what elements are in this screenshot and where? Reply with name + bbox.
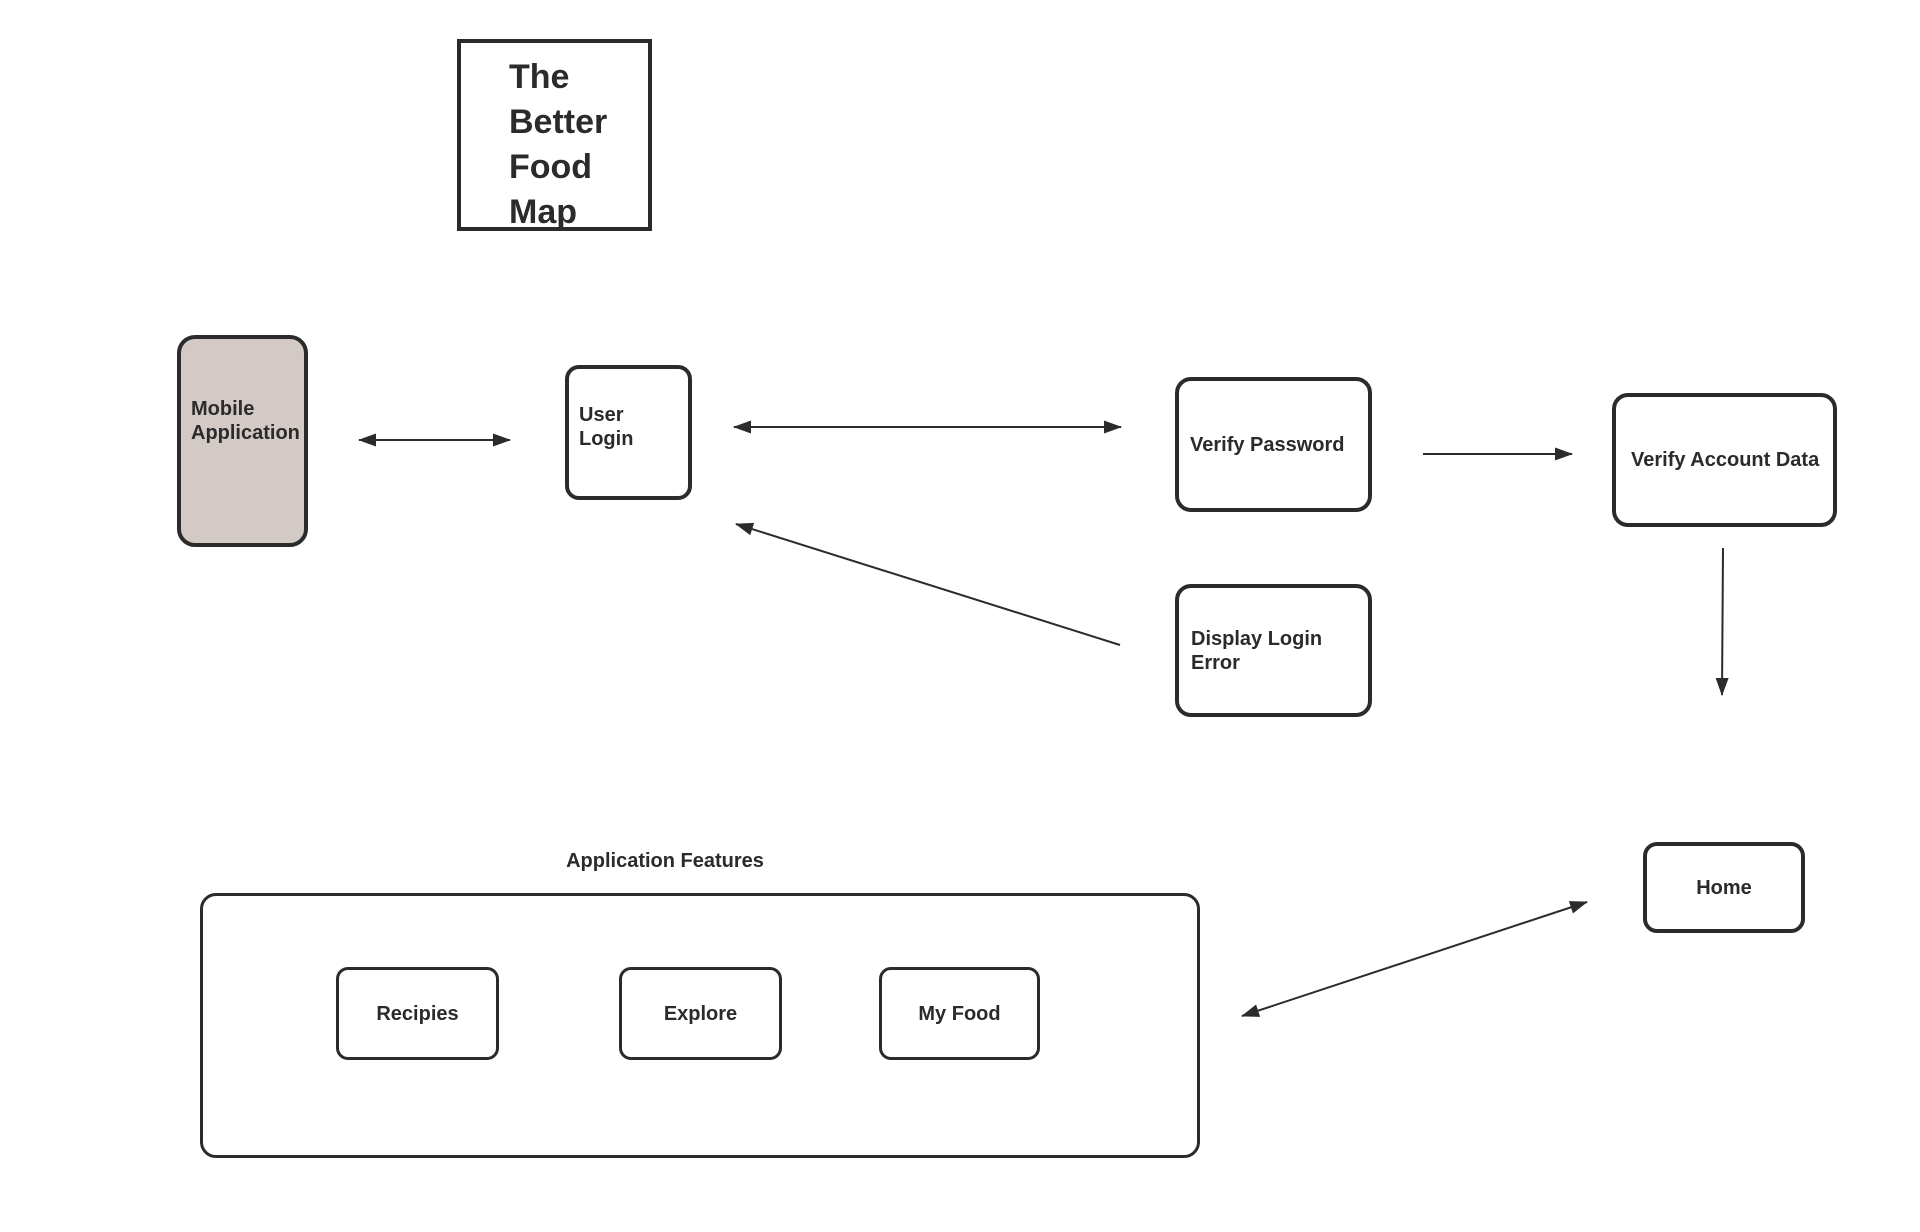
node-user-login-label: User Login bbox=[579, 403, 634, 450]
node-verify-account-data-label: Verify Account Data bbox=[1631, 449, 1820, 471]
diagram-title: The Better Food Map bbox=[509, 58, 608, 231]
node-recipies-label: Recipies bbox=[376, 1002, 459, 1025]
node-verify-password: Verify Password bbox=[1175, 377, 1372, 512]
node-home: Home bbox=[1643, 842, 1805, 933]
node-verify-account-data: Verify Account Data bbox=[1612, 393, 1837, 527]
node-display-login-error: Display Login Error bbox=[1175, 584, 1372, 717]
node-my-food: My Food bbox=[879, 967, 1040, 1060]
diagram-title-box: The Better Food Map bbox=[457, 39, 652, 231]
edge-display-error-user-login-arrow bbox=[735, 522, 1121, 646]
node-mobile-application: Mobile Application bbox=[177, 335, 308, 547]
node-explore: Explore bbox=[619, 967, 782, 1060]
node-verify-password-label: Verify Password bbox=[1190, 433, 1345, 456]
node-my-food-label: My Food bbox=[918, 1002, 1001, 1025]
edge-verify-account-down-arrow bbox=[1715, 547, 1729, 696]
node-recipies: Recipies bbox=[336, 967, 499, 1060]
node-display-login-error-label: Display Login Error bbox=[1191, 627, 1323, 674]
edge-features-home-arrow bbox=[1241, 901, 1588, 1017]
node-mobile-application-label: Mobile Application bbox=[191, 398, 300, 444]
node-user-login: User Login bbox=[565, 365, 692, 500]
node-explore-label: Explore bbox=[663, 1002, 738, 1025]
application-features-label: Application Features bbox=[566, 850, 764, 872]
node-home-label: Home bbox=[1696, 876, 1752, 899]
